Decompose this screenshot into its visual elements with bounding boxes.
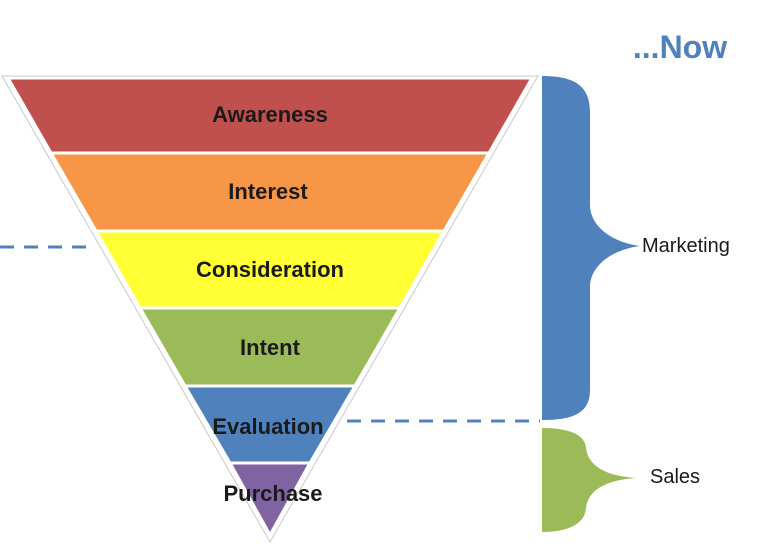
stage-label-awareness: Awareness <box>212 102 328 127</box>
stage-label-intent: Intent <box>240 335 301 360</box>
sales-bracket <box>542 428 636 532</box>
stage-label-interest: Interest <box>228 179 308 204</box>
sales-label: Sales <box>650 466 700 488</box>
headline: ...Now <box>633 29 727 65</box>
stage-label-evaluation: Evaluation <box>212 414 323 439</box>
stage-label-purchase: Purchase <box>223 481 322 506</box>
stage-band-purchase <box>227 461 313 539</box>
marketing-label: Marketing <box>642 235 730 257</box>
stage-label-consideration: Consideration <box>196 257 344 282</box>
marketing-bracket <box>542 76 640 420</box>
